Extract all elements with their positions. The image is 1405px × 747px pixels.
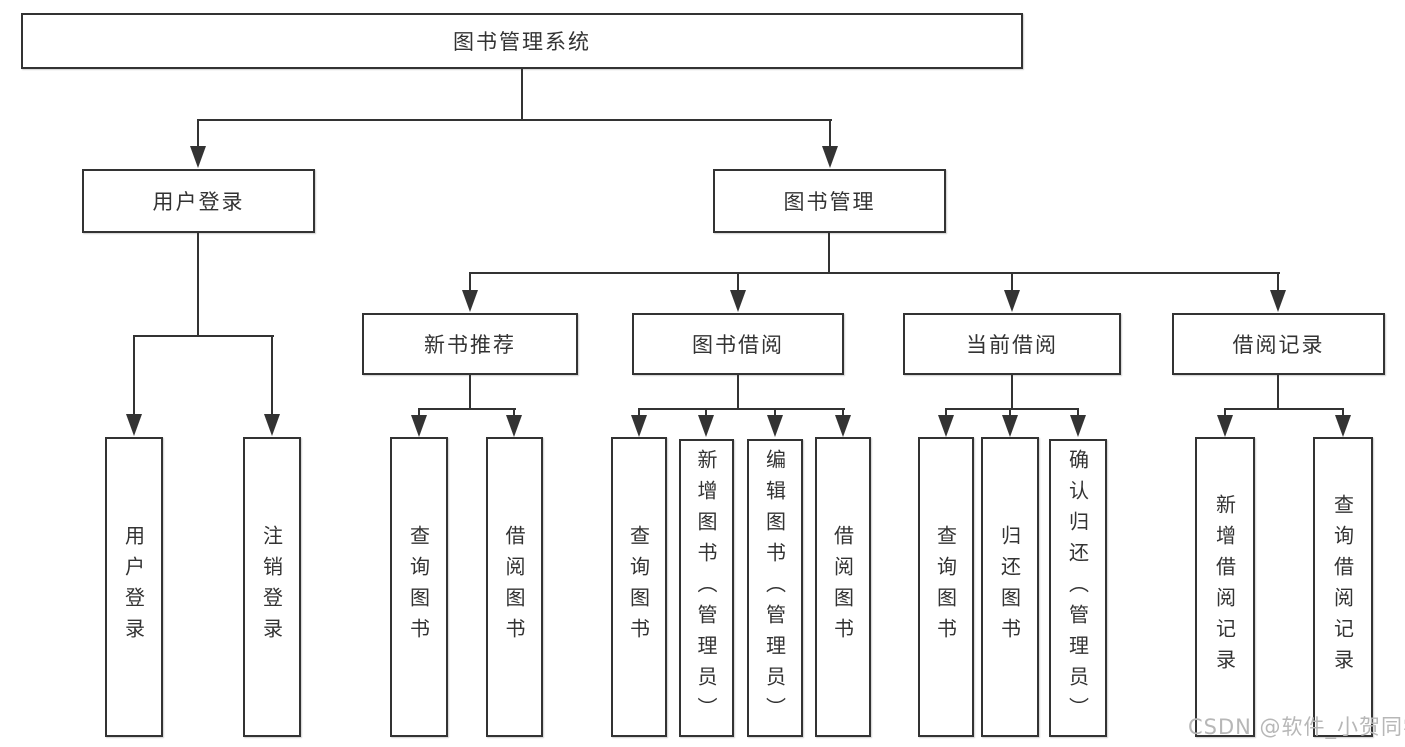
node-bb-add: 新增图书（管理员） bbox=[679, 439, 734, 737]
watermark: CSDN @软件_小贺同学 bbox=[1188, 715, 1405, 739]
arrowhead-bb-edit bbox=[767, 415, 783, 437]
connector-stem-leaf-user-login bbox=[133, 335, 135, 416]
node-nb-borrow-label: 借阅图书 bbox=[502, 525, 526, 649]
node-user-login: 用户登录 bbox=[82, 169, 315, 233]
node-bb-borrow-label: 借阅图书 bbox=[830, 525, 855, 649]
node-cb-return-label: 归还图书 bbox=[997, 525, 1022, 649]
connector-book-borrow-hline bbox=[638, 408, 845, 410]
node-bb-edit: 编辑图书（管理员） bbox=[747, 439, 803, 737]
node-new-book-rec-label: 新书推荐 bbox=[424, 333, 516, 357]
arrowhead-bb-borrow bbox=[835, 415, 851, 437]
node-new-book-rec: 新书推荐 bbox=[362, 313, 578, 375]
node-cb-confirm: 确认归还（管理员） bbox=[1049, 439, 1107, 737]
node-bb-query: 查询图书 bbox=[611, 437, 667, 737]
connector-stem-borrow-record bbox=[1277, 272, 1279, 292]
node-bb-query-label: 查询图书 bbox=[626, 525, 651, 649]
arrowhead-br-query bbox=[1335, 415, 1351, 437]
node-br-add-label: 新增借阅记录 bbox=[1212, 494, 1237, 680]
node-leaf-user-login-label: 用户登录 bbox=[121, 525, 146, 649]
node-nb-query: 查询图书 bbox=[390, 437, 448, 737]
connector-stem-book-borrow bbox=[737, 272, 739, 292]
node-bb-borrow: 借阅图书 bbox=[815, 437, 871, 737]
connector-user-login-stem bbox=[197, 233, 199, 337]
connector-stem-cb-confirm bbox=[1077, 408, 1079, 417]
connector-stem-cb-return bbox=[1009, 408, 1011, 417]
connector-stem-bb-edit bbox=[774, 408, 776, 417]
connector-stem-current-borrow bbox=[1011, 272, 1013, 292]
node-bb-edit-label: 编辑图书（管理员） bbox=[762, 448, 787, 728]
arrowhead-user-login bbox=[190, 146, 206, 168]
arrowhead-bb-query bbox=[631, 415, 647, 437]
arrowhead-new-book-rec bbox=[462, 290, 478, 312]
node-borrow-record-label: 借阅记录 bbox=[1232, 333, 1325, 357]
connector-level2-hline bbox=[469, 272, 1280, 274]
connector-book-mgmt-stem bbox=[828, 233, 830, 274]
connector-new-book-rec-stem bbox=[469, 375, 471, 410]
connector-new-book-rec-hline bbox=[418, 408, 516, 410]
node-cb-confirm-label: 确认归还（管理员） bbox=[1065, 448, 1090, 728]
connector-book-borrow-stem bbox=[737, 375, 739, 410]
arrowhead-cb-return bbox=[1002, 415, 1018, 437]
connector-stem-bb-borrow bbox=[842, 408, 844, 417]
arrowhead-leaf-user-login bbox=[126, 414, 142, 436]
arrowhead-nb-query bbox=[411, 415, 427, 437]
arrowhead-nb-borrow bbox=[506, 415, 522, 437]
connector-stem-nb-borrow bbox=[513, 408, 515, 417]
connector-stem-bb-query bbox=[638, 408, 640, 417]
connector-borrow-record-stem bbox=[1277, 375, 1279, 410]
node-leaf-user-login: 用户登录 bbox=[105, 437, 163, 737]
node-current-borrow: 当前借阅 bbox=[903, 313, 1121, 375]
connector-root-stem bbox=[521, 68, 523, 120]
connector-level1-hline bbox=[197, 119, 832, 121]
arrowhead-bb-add bbox=[698, 415, 714, 437]
connector-stem-br-query bbox=[1342, 408, 1344, 417]
connector-current-borrow-stem bbox=[1011, 375, 1013, 410]
node-book-mgmt: 图书管理 bbox=[713, 169, 946, 233]
arrowhead-leaf-logout bbox=[264, 414, 280, 436]
arrowhead-br-add bbox=[1217, 415, 1233, 437]
node-borrow-record: 借阅记录 bbox=[1172, 313, 1385, 375]
connector-borrow-record-hline bbox=[1224, 408, 1344, 410]
node-cb-return: 归还图书 bbox=[981, 437, 1039, 737]
connector-stem-book-mgmt bbox=[829, 119, 831, 148]
node-nb-query-label: 查询图书 bbox=[406, 525, 431, 649]
node-user-login-label: 用户登录 bbox=[152, 190, 245, 214]
node-root-label: 图书管理系统 bbox=[453, 30, 591, 54]
connector-stem-nb-query bbox=[418, 408, 420, 417]
node-cb-query: 查询图书 bbox=[918, 437, 974, 737]
arrowhead-book-borrow bbox=[730, 290, 746, 312]
connector-stem-bb-add bbox=[705, 408, 707, 417]
node-nb-borrow: 借阅图书 bbox=[486, 437, 543, 737]
node-br-query-label: 查询借阅记录 bbox=[1330, 494, 1355, 680]
connector-stem-br-add bbox=[1224, 408, 1226, 417]
connector-stem-cb-query bbox=[945, 408, 947, 417]
arrowhead-cb-confirm bbox=[1070, 415, 1086, 437]
node-cb-query-label: 查询图书 bbox=[933, 525, 958, 649]
arrowhead-current-borrow bbox=[1004, 290, 1020, 312]
node-book-borrow-label: 图书借阅 bbox=[692, 333, 784, 357]
connector-stem-leaf-logout bbox=[271, 335, 273, 416]
node-book-mgmt-label: 图书管理 bbox=[783, 190, 876, 214]
arrowhead-cb-query bbox=[938, 415, 954, 437]
node-book-borrow: 图书借阅 bbox=[632, 313, 844, 375]
node-br-query: 查询借阅记录 bbox=[1313, 437, 1373, 737]
node-leaf-logout: 注销登录 bbox=[243, 437, 301, 737]
node-br-add: 新增借阅记录 bbox=[1195, 437, 1255, 737]
connector-user-login-hline bbox=[133, 335, 274, 337]
arrowhead-borrow-record bbox=[1270, 290, 1286, 312]
connector-stem-new-book-rec bbox=[469, 272, 471, 292]
connector-current-borrow-hline bbox=[945, 408, 1079, 410]
node-current-borrow-label: 当前借阅 bbox=[966, 333, 1058, 357]
node-bb-add-label: 新增图书（管理员） bbox=[694, 448, 718, 728]
node-root: 图书管理系统 bbox=[21, 13, 1023, 69]
node-leaf-logout-label: 注销登录 bbox=[259, 525, 284, 649]
arrowhead-book-mgmt bbox=[822, 146, 838, 168]
connector-stem-user-login bbox=[197, 119, 199, 148]
